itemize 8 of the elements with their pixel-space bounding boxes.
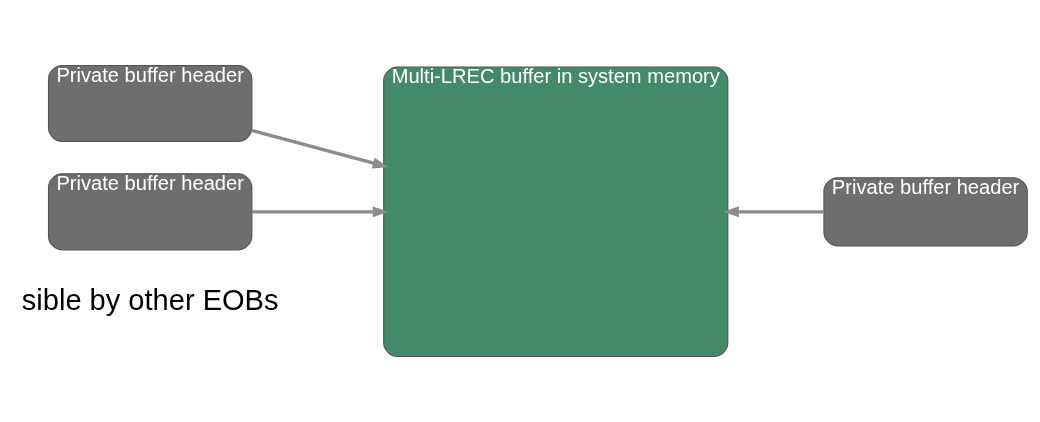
node-box: Private buffer header bbox=[823, 177, 1028, 247]
node-box: Multi-LREC buffer in system memory bbox=[383, 66, 729, 358]
arrow bbox=[723, 206, 824, 218]
arrow bbox=[252, 206, 389, 218]
node-box: Private buffer header bbox=[47, 64, 253, 142]
node-box: Private buffer header bbox=[47, 173, 253, 251]
arrow bbox=[251, 128, 389, 169]
label: sible by other EOBs bbox=[21, 284, 279, 317]
